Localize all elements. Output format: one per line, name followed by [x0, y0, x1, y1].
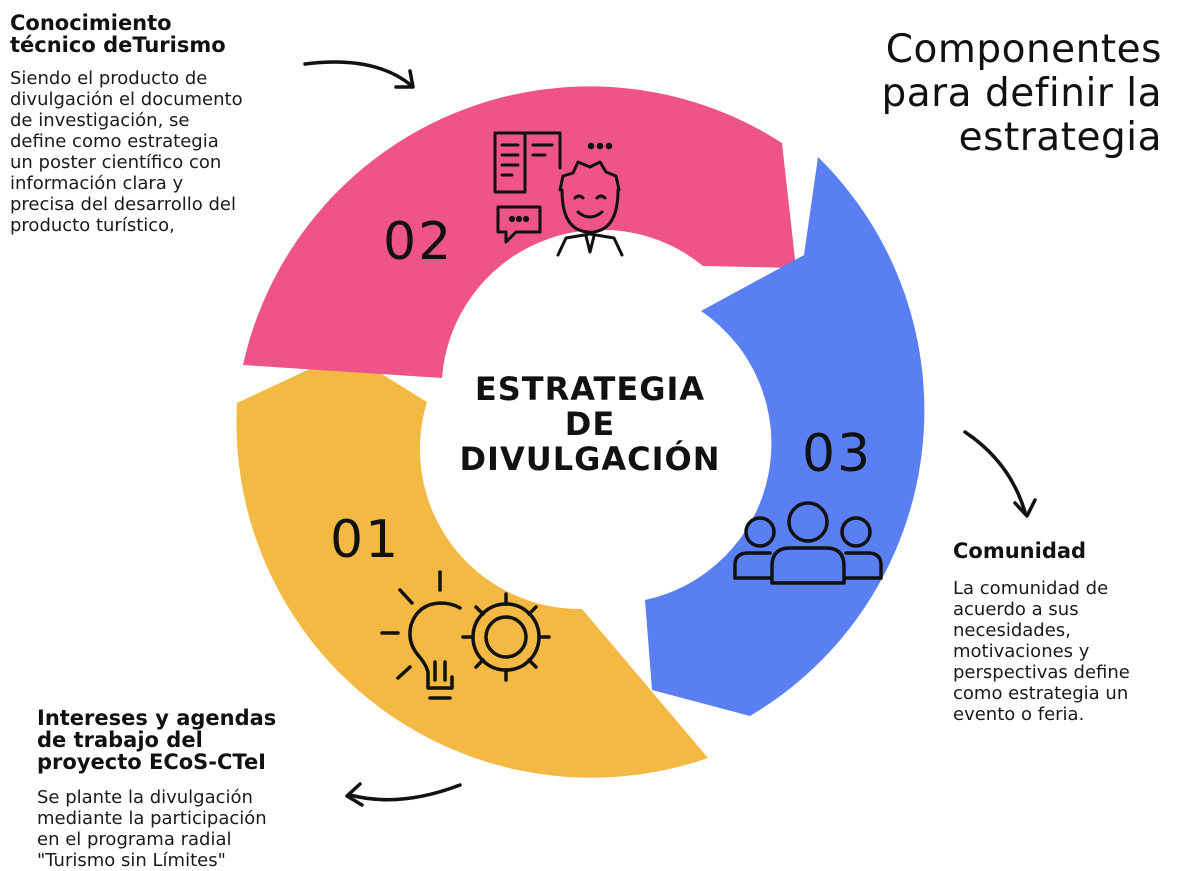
segment-03-text: La comunidad de acuerdo a sus necesidade… [953, 578, 1130, 725]
community-people-icon [733, 501, 883, 585]
lightbulb-gear-icon [380, 570, 551, 700]
arrow-top-head [394, 69, 415, 89]
arrow-right [963, 430, 1027, 514]
segment-01-yellow [236, 352, 708, 778]
segment-02-heading: Conocimiento técnico deTurismo [10, 11, 226, 57]
segment-01-text: Se plante la divulgación mediante la par… [37, 787, 267, 871]
center-label: ESTRATEGIA DE DIVULGACIÓN [459, 370, 721, 478]
arrow-top [303, 60, 414, 88]
segment-03-description: Comunidad La comunidad de acuerdo a sus … [953, 540, 1178, 725]
arrow-bottom-head [345, 782, 364, 807]
segment-03-number: 03 [802, 424, 873, 484]
arrow-bottom [348, 783, 462, 802]
segment-01-description: Intereses y agendas de trabajo del proye… [37, 707, 337, 871]
segment-03-heading: Comunidad [953, 539, 1087, 563]
research-document-person-icon [493, 131, 624, 257]
arrow-right-head [1013, 498, 1037, 518]
segment-02-number: 02 [383, 212, 454, 272]
segment-01-heading: Intereses y agendas de trabajo del proye… [37, 706, 277, 774]
main-title: Componentes para definir la estrategia [881, 27, 1162, 160]
center-circle [435, 272, 745, 582]
segment-01-number: 01 [330, 510, 401, 570]
segment-02-text: Siendo el producto de divulgación el doc… [10, 68, 243, 236]
segment-02-description: Conocimiento técnico deTurismo Siendo el… [10, 12, 310, 236]
